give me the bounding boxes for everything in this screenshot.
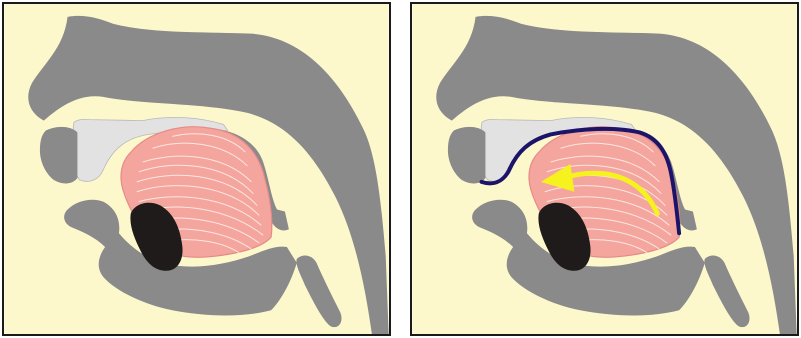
left-panel — [2, 2, 391, 336]
right-panel-drawing — [412, 4, 797, 334]
right-panel — [410, 2, 799, 336]
left-panel-drawing — [4, 4, 389, 334]
